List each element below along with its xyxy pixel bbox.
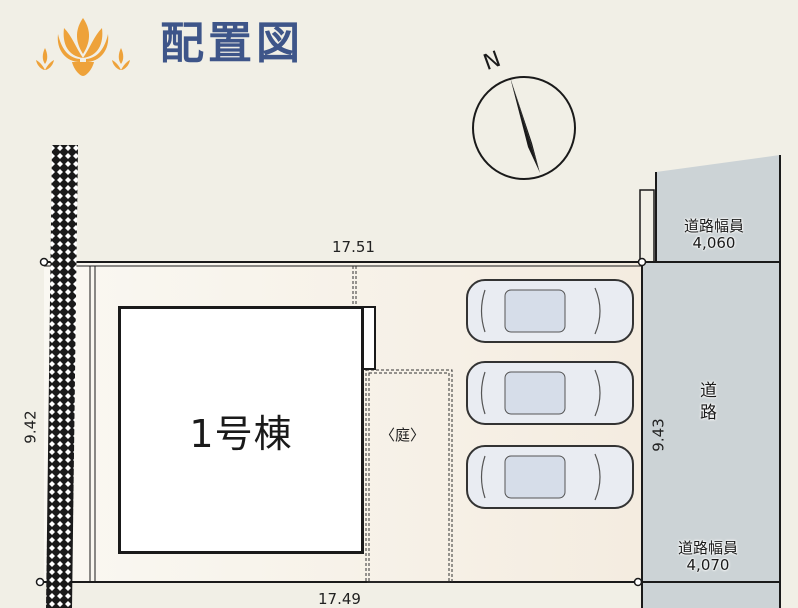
building-1: 1号棟 xyxy=(118,306,364,554)
road-label-line2: 路 xyxy=(700,403,717,423)
car-3 xyxy=(466,445,634,509)
dim-right: 9.43 xyxy=(649,418,668,452)
car-1 xyxy=(466,279,634,343)
garden-label: 〈庭〉 xyxy=(380,426,426,444)
dim-left: 9.42 xyxy=(21,410,40,444)
road-width-bottom-title: 道路幅員 xyxy=(677,539,738,557)
north-arrow-icon xyxy=(472,76,576,180)
utility-grid xyxy=(333,307,365,369)
road-label-line1: 道 xyxy=(700,381,717,401)
dim-top: 17.51 xyxy=(332,238,375,256)
dim-bottom: 17.49 xyxy=(318,590,361,608)
building-label: 1号棟 xyxy=(189,411,293,456)
road-width-top-title: 道路幅員 xyxy=(683,217,744,235)
road-label: 道 路 xyxy=(700,380,722,424)
road-width-bottom: 道路幅員 4,070 xyxy=(658,540,758,574)
lotus-icon xyxy=(36,18,130,76)
road-width-bottom-value: 4,070 xyxy=(686,556,730,574)
page-title: 配置図 xyxy=(160,18,304,69)
road-area xyxy=(642,155,780,608)
road-width-top: 道路幅員 4,060 xyxy=(664,218,764,252)
car-2 xyxy=(466,361,634,425)
compass: N xyxy=(470,45,590,180)
road-width-top-value: 4,060 xyxy=(692,234,736,252)
